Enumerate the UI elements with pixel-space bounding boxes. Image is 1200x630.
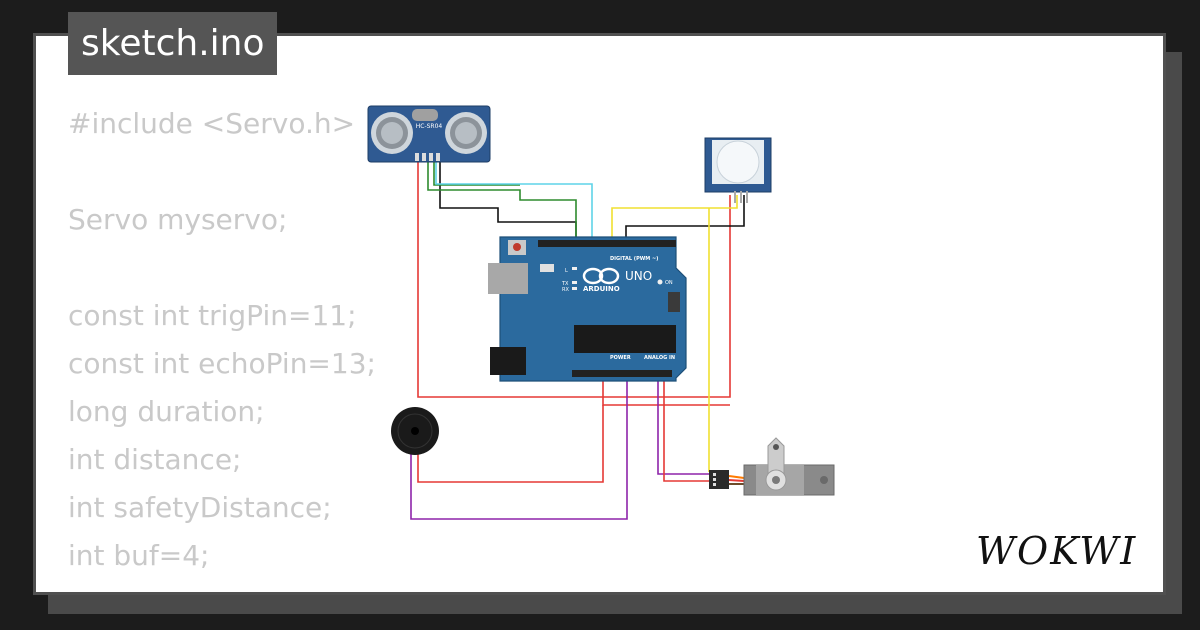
- servo-motor[interactable]: [709, 437, 835, 496]
- power-label: POWER: [610, 355, 631, 361]
- buzzer[interactable]: [391, 407, 439, 455]
- code-line: long duration;: [68, 395, 265, 428]
- wire-purple-buzzer: [410, 375, 628, 520]
- power-analog-header: [572, 370, 672, 377]
- pir-sensor[interactable]: [704, 137, 772, 203]
- code-line: Servo myservo;: [68, 203, 288, 236]
- wire-red-servo: [663, 375, 709, 482]
- power-jack: [490, 347, 526, 375]
- code-line: const int trigPin=11;: [68, 299, 357, 332]
- wire-red-vcc: [417, 160, 731, 398]
- wire-cyan: [435, 160, 593, 240]
- digital-label: DIGITAL (PWM ~): [610, 256, 658, 262]
- rx-led-label: RX: [562, 287, 569, 293]
- wire-green-echo: [433, 160, 520, 186]
- l-led-label: L: [565, 268, 568, 274]
- ultrasonic-sensor[interactable]: HC-SR04: [367, 105, 491, 163]
- board-brand: ARDUINO: [583, 285, 620, 293]
- on-led-label: ON: [665, 280, 673, 286]
- code-line: int distance;: [68, 443, 242, 476]
- arduino-uno[interactable]: UNO ARDUINO DIGITAL (PWM ~) POWER ANALOG…: [488, 236, 687, 382]
- tx-led-label: TX: [561, 281, 569, 287]
- code-preview: #include <Servo.h> Servo myservo; const …: [68, 100, 376, 580]
- sketch-filename: sketch.ino: [68, 12, 278, 75]
- logo-text: WOKWI: [976, 529, 1137, 573]
- wire-black-pir: [625, 195, 745, 240]
- analog-label: ANALOG IN: [644, 355, 675, 361]
- wire-green-trig: [427, 160, 577, 240]
- code-line: const int echoPin=13;: [68, 347, 376, 380]
- reset-button[interactable]: [513, 243, 521, 251]
- wire-yellow-pir: [611, 195, 738, 240]
- wokwi-logo: WOKWI: [976, 529, 1137, 573]
- wires: [410, 160, 745, 520]
- code-line: int buf=4;: [68, 539, 210, 572]
- ultrasonic-label: HC-SR04: [416, 123, 443, 130]
- digital-header: [538, 240, 676, 247]
- wire-red-buzzer: [417, 405, 604, 483]
- atmega-chip: [574, 325, 676, 353]
- wire-purple-servo: [657, 375, 709, 475]
- code-line: int safetyDistance;: [68, 491, 332, 524]
- usb-port: [488, 263, 528, 294]
- board-model: UNO: [625, 269, 652, 283]
- code-line: #include <Servo.h>: [68, 107, 356, 140]
